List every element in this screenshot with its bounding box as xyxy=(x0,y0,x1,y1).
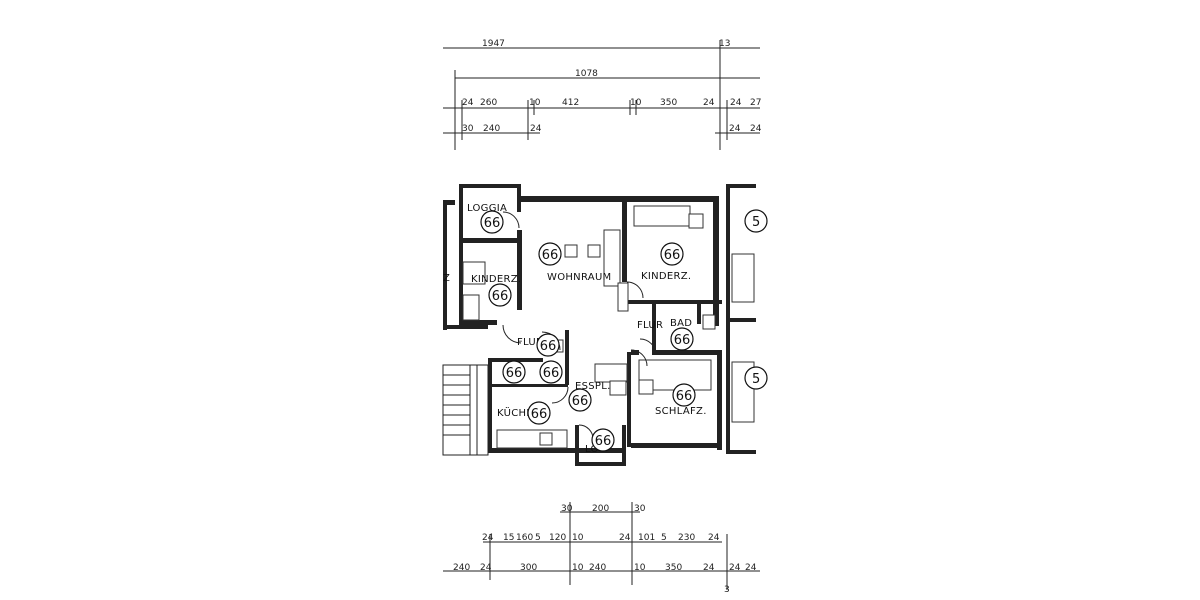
dim-b2-7: 101 xyxy=(638,533,655,543)
dim-b2-9: 230 xyxy=(678,533,695,543)
dim-b2-2: 160 xyxy=(516,533,533,543)
svg-text:66: 66 xyxy=(540,339,557,354)
svg-text:66: 66 xyxy=(492,289,509,304)
svg-text:66: 66 xyxy=(543,366,560,381)
dim-b2-10: 24 xyxy=(708,533,720,543)
bottom-dimension-chains: 30 200 30 24 15 160 5 120 10 24 101 5 23… xyxy=(443,502,760,595)
walls xyxy=(443,184,756,466)
label-loggia-top: LOGGIA xyxy=(467,203,507,214)
dim-b1-1: 200 xyxy=(592,504,609,514)
label-bad: BAD xyxy=(670,318,692,329)
marker-edge-right-mid: 5 xyxy=(744,366,768,390)
dim-b3-4: 240 xyxy=(589,563,606,573)
marker-wohnraum: 66 xyxy=(538,242,562,266)
dim-b2-6: 24 xyxy=(619,533,631,543)
svg-text:66: 66 xyxy=(595,434,612,449)
dim-top3-3: 412 xyxy=(562,98,579,108)
marker-kueche: 66 xyxy=(527,401,551,425)
marker-kinderz-right: 66 xyxy=(660,242,684,266)
svg-text:66: 66 xyxy=(664,248,681,263)
dim-b1-0: 30 xyxy=(561,504,573,514)
dim-top4-1: 240 xyxy=(483,124,500,134)
marker-loggia-top: 66 xyxy=(480,210,504,234)
dim-top3-1: 260 xyxy=(480,98,497,108)
dim-b1-2: 30 xyxy=(634,504,646,514)
dim-b2-3: 5 xyxy=(535,533,541,543)
dim-b3-3: 10 xyxy=(572,563,584,573)
dim-top3-6: 24 xyxy=(703,98,715,108)
dim-b3-0: 240 xyxy=(453,563,470,573)
dim-top3-4: 10 xyxy=(630,98,642,108)
furniture xyxy=(462,205,755,449)
staircase xyxy=(442,364,489,456)
svg-text:66: 66 xyxy=(531,407,548,422)
label-kinderz-right: KINDERZ. xyxy=(641,271,691,282)
dim-top3-8: 27 xyxy=(750,98,761,108)
dim-top3-0: 24 xyxy=(462,98,474,108)
svg-text:66: 66 xyxy=(676,389,693,404)
marker-esspl: 66 xyxy=(568,388,592,412)
top-dimension-chains: 1947 13 1078 24 260 10 412 10 350 24 24 … xyxy=(443,39,762,150)
room-labels: LOGGIA KINDERZ. WOHNRAUM KINDERZ. FLUR F… xyxy=(443,203,707,455)
label-edge-left: Z xyxy=(443,273,450,284)
label-schlafz: SCHLAFZ. xyxy=(655,406,707,417)
dim-top4-3: 24 xyxy=(729,124,741,134)
dim-b3-6: 350 xyxy=(665,563,682,573)
svg-text:66: 66 xyxy=(484,216,501,231)
dim-top4-2: 24 xyxy=(530,124,542,134)
dim-1947: 1947 xyxy=(482,39,505,49)
marker-bad: 66 xyxy=(670,327,694,351)
svg-text:5: 5 xyxy=(752,372,760,387)
dim-b2-4: 120 xyxy=(549,533,566,543)
marker-flur-a: 66 xyxy=(502,360,526,384)
label-esspl: ESSPL. xyxy=(575,381,611,392)
label-flur-right: FLUR xyxy=(637,320,663,331)
marker-kinderz-left: 66 xyxy=(488,283,512,307)
dim-top3-7: 24 xyxy=(730,98,742,108)
marker-loggia-bottom: 66 xyxy=(591,428,615,452)
svg-text:66: 66 xyxy=(506,366,523,381)
label-kueche: KÜCHE xyxy=(497,406,533,419)
label-kinderz-left: KINDERZ. xyxy=(471,274,521,285)
svg-text:66: 66 xyxy=(572,394,589,409)
dim-top4-0: 30 xyxy=(462,124,474,134)
dim-b2-8: 5 xyxy=(661,533,667,543)
label-wohnraum: WOHNRAUM xyxy=(547,272,612,283)
dim-top3-2: 10 xyxy=(529,98,541,108)
dim-1078: 1078 xyxy=(575,69,598,79)
dim-b3-5: 10 xyxy=(634,563,646,573)
dim-bottom-mark: 3 xyxy=(724,585,730,595)
svg-text:66: 66 xyxy=(542,248,559,263)
dim-b2-1: 15 xyxy=(503,533,514,543)
dim-b3-2: 300 xyxy=(520,563,537,573)
svg-text:5: 5 xyxy=(752,215,760,230)
marker-flur-left: 66 xyxy=(536,333,560,357)
area-markers: 66 66 66 66 66 66 66 66 xyxy=(480,209,768,452)
dim-b2-0: 24 xyxy=(482,533,494,543)
marker-flur-b: 66 xyxy=(539,360,563,384)
dim-b2-5: 10 xyxy=(572,533,584,543)
label-flur-left: FLUR xyxy=(517,337,543,348)
label-loggia-bottom: LO xyxy=(585,444,599,455)
dim-top4-4: 24 xyxy=(750,124,762,134)
dim-13: 13 xyxy=(719,39,730,49)
marker-edge-right-top: 5 xyxy=(744,209,768,233)
marker-schlafz: 66 xyxy=(672,383,696,407)
dim-top3-5: 350 xyxy=(660,98,677,108)
dim-b3-9: 24 xyxy=(745,563,757,573)
dim-b3-1: 24 xyxy=(480,563,492,573)
svg-text:66: 66 xyxy=(674,333,691,348)
dim-b3-8: 24 xyxy=(729,563,741,573)
dim-b3-7: 24 xyxy=(703,563,715,573)
